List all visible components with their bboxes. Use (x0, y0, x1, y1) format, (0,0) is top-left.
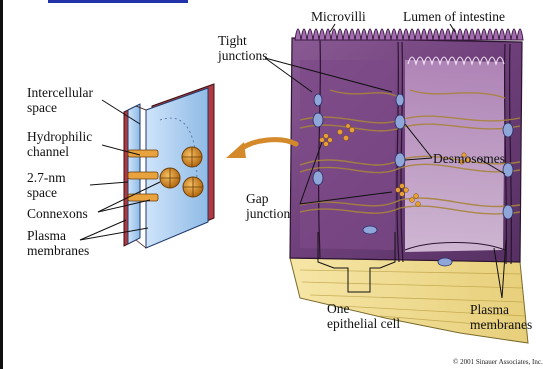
label-lumen-of-intestine: Lumen of intestine (403, 9, 505, 24)
label-2-7-nm-space: 2.7-nm space (27, 170, 66, 200)
label-desmosomes: Desmosomes (433, 151, 505, 166)
zoom-arrow-head (226, 142, 246, 158)
label-hydrophilic-channel: Hydrophilic channel (27, 129, 92, 159)
epithelial-tissue-block (290, 29, 528, 343)
gap-junction-detail (124, 84, 214, 248)
label-tight-junctions: Tight junctions (218, 33, 268, 63)
label-intercellular-space: Intercellular space (27, 85, 93, 115)
label-one-epithelial-cell: One epithelial cell (327, 301, 400, 331)
label-microvilli: Microvilli (311, 9, 366, 24)
label-connexons: Connexons (27, 206, 88, 221)
label-plasma-membranes-left: Plasma membranes (27, 228, 89, 258)
label-plasma-membranes-right: Plasma membranes (470, 302, 532, 332)
label-gap-junction: Gap junction (246, 191, 290, 221)
copyright-notice: © 2001 Sinauer Associates, Inc. (453, 358, 543, 366)
zoom-arrow (240, 140, 296, 150)
